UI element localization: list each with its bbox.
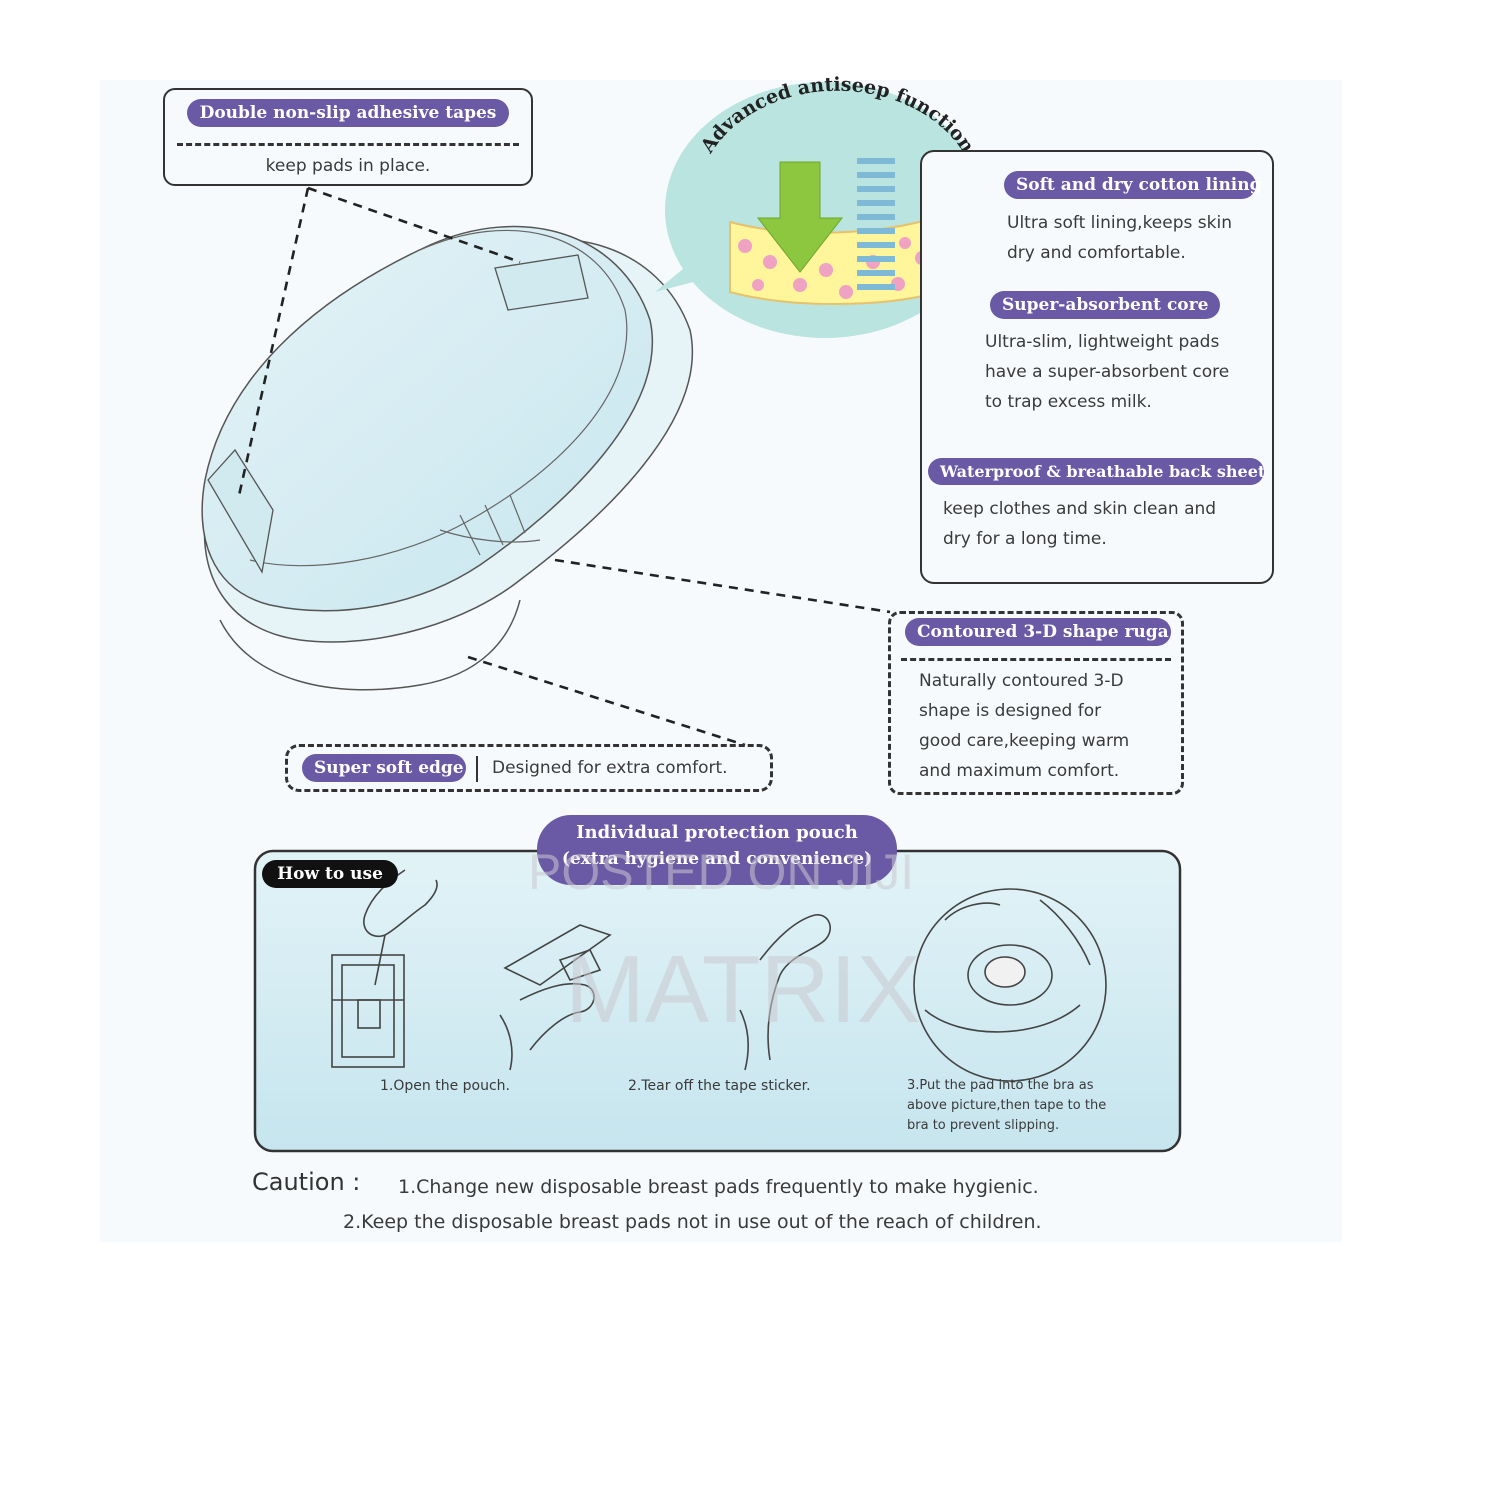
contoured-line-1: Naturally contoured 3-D	[919, 671, 1124, 691]
edge-divider	[476, 756, 478, 782]
contoured-title: Contoured 3-D shape ruga	[905, 618, 1171, 646]
core-title: Super-absorbent core	[990, 291, 1220, 319]
adhesive-title: Double non-slip adhesive tapes	[187, 99, 509, 127]
breast-pad-illustration	[201, 225, 693, 691]
step-3-line-1: 3.Put the pad into the bra as	[907, 1078, 1094, 1093]
backsheet-title: Waterproof & breathable back sheet	[928, 458, 1265, 485]
contoured-line-4: and maximum comfort.	[919, 761, 1120, 781]
materials-callout	[920, 150, 1274, 584]
cotton-line-2: dry and comfortable.	[1007, 243, 1186, 263]
edge-title: Super soft edge	[302, 754, 466, 782]
step-2-label: 2.Tear off the tape sticker.	[628, 1078, 811, 1094]
caution-item-2: 2.Keep the disposable breast pads not in…	[343, 1211, 1042, 1233]
step-3-illustration	[913, 888, 1107, 1082]
cotton-title: Soft and dry cotton lining	[1004, 171, 1262, 199]
backsheet-line-2: dry for a long time.	[943, 529, 1107, 549]
contoured-callout	[888, 611, 1184, 795]
pouch-pill	[537, 815, 897, 885]
leader-lines	[236, 186, 891, 747]
caution-item-1: 1.Change new disposable breast pads freq…	[398, 1176, 1039, 1198]
edge-text: Designed for extra comfort.	[492, 758, 728, 778]
step-3-line-2: above picture,then tape to the	[907, 1098, 1107, 1113]
step-1-label: 1.Open the pouch.	[380, 1078, 510, 1094]
howto-badge: How to use	[262, 860, 398, 888]
adhesive-text: keep pads in place.	[265, 156, 431, 176]
edge-callout	[285, 744, 773, 792]
step-1-illustration	[331, 869, 438, 1068]
core-line-2: have a super-absorbent core	[985, 362, 1230, 382]
cotton-line-1: Ultra soft lining,keeps skin	[1007, 213, 1232, 233]
step-3-line-3: bra to prevent slipping.	[907, 1118, 1060, 1133]
contoured-line-2: shape is designed for	[919, 701, 1102, 721]
pouch-subtitle: (extra hygiene and convenience)	[561, 849, 873, 869]
core-line-3: to trap excess milk.	[985, 392, 1152, 412]
antiseep-title: Advanced antiseep function	[696, 74, 979, 158]
contoured-line-3: good care,keeping warm	[919, 731, 1130, 751]
step-2-illustration	[499, 914, 831, 1071]
caution-label: Caution :	[252, 1168, 361, 1196]
pouch-title: Individual protection pouch	[576, 822, 858, 843]
antiseep-bubble	[655, 82, 985, 338]
backsheet-line-1: keep clothes and skin clean and	[943, 499, 1217, 519]
core-line-1: Ultra-slim, lightweight pads	[985, 332, 1220, 352]
adhesive-callout	[163, 88, 533, 186]
